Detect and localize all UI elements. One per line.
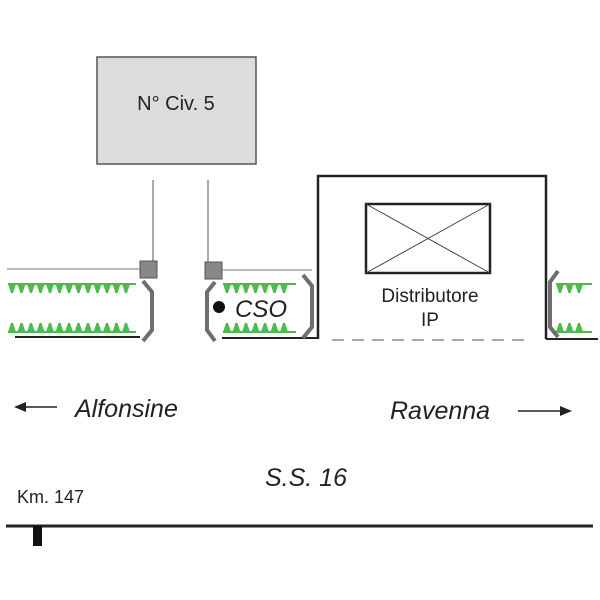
grass-tuft bbox=[270, 323, 279, 332]
station-label-2: IP bbox=[421, 310, 439, 331]
grass-tuft bbox=[36, 284, 45, 293]
grass-tuft bbox=[103, 284, 111, 293]
station-label-1: Distributore bbox=[381, 286, 478, 307]
grass-tuft bbox=[575, 284, 583, 293]
grass-tuft bbox=[112, 284, 121, 293]
manhole-left bbox=[139, 260, 158, 279]
grass-tuft bbox=[251, 284, 260, 293]
station-outline bbox=[316, 174, 548, 339]
grass-tuft bbox=[280, 284, 288, 293]
grass-tuft bbox=[55, 284, 64, 293]
grass-strip bbox=[8, 323, 136, 333]
curb-right bbox=[548, 269, 560, 339]
grass-tuft bbox=[74, 284, 83, 293]
grass-tuft bbox=[93, 284, 102, 293]
grass-tuft bbox=[556, 323, 564, 332]
grass-strip bbox=[556, 323, 592, 333]
grass-tuft bbox=[8, 323, 16, 332]
curb-left bbox=[141, 279, 154, 343]
canopy bbox=[364, 202, 492, 275]
grass-tuft bbox=[46, 284, 54, 293]
grass-tuft bbox=[565, 323, 574, 332]
manhole-right bbox=[204, 261, 223, 280]
grass-tuft bbox=[112, 323, 121, 332]
grass-tuft bbox=[103, 323, 111, 332]
grass-tuft bbox=[280, 323, 288, 332]
grass-tuft bbox=[261, 323, 269, 332]
arrow-right-icon bbox=[560, 406, 572, 416]
km-marker bbox=[33, 526, 42, 546]
grass-tuft bbox=[93, 323, 102, 332]
grass-tuft bbox=[27, 323, 35, 332]
cso-label: CSO bbox=[235, 296, 287, 323]
km-label: Km. 147 bbox=[17, 487, 84, 507]
grass-tuft bbox=[27, 284, 35, 293]
grass-tuft bbox=[8, 284, 16, 293]
grass-strip bbox=[223, 283, 296, 293]
grass-tuft bbox=[55, 323, 64, 332]
grass-tuft bbox=[223, 284, 231, 293]
grass-tuft bbox=[65, 323, 73, 332]
grass-tuft bbox=[575, 323, 583, 332]
grass-tuft bbox=[232, 323, 241, 332]
building-label: N° Civ. 5 bbox=[137, 93, 215, 115]
direction-right-label: Ravenna bbox=[390, 397, 490, 425]
grass-tuft bbox=[36, 323, 45, 332]
arrow-left-icon bbox=[14, 402, 26, 412]
grass-tuft bbox=[251, 323, 260, 332]
cso-point bbox=[213, 301, 225, 313]
grass-tuft bbox=[84, 284, 92, 293]
grass-strip bbox=[223, 323, 296, 333]
grass-tuft bbox=[122, 284, 130, 293]
grass-tuft bbox=[84, 323, 92, 332]
grass-tuft bbox=[270, 284, 279, 293]
canopy-cross-2 bbox=[365, 203, 491, 274]
grass-tuft bbox=[46, 323, 54, 332]
curb-mid-left bbox=[205, 280, 217, 343]
grass-tuft bbox=[122, 323, 130, 332]
grass-tuft bbox=[65, 284, 73, 293]
grass-strip bbox=[8, 283, 136, 293]
grass-tuft bbox=[242, 284, 250, 293]
curb-mid-right bbox=[301, 273, 314, 340]
grass-tuft bbox=[223, 323, 231, 332]
grass-tuft bbox=[17, 323, 26, 332]
grass-tuft bbox=[261, 284, 269, 293]
building bbox=[96, 56, 257, 165]
grass-tuft bbox=[556, 284, 564, 293]
grass-strip bbox=[556, 283, 592, 293]
direction-left-label: Alfonsine bbox=[73, 395, 178, 423]
grass-tuft bbox=[17, 284, 26, 293]
road-name: S.S. 16 bbox=[265, 464, 347, 492]
grass-tuft bbox=[74, 323, 83, 332]
grass-tuft bbox=[242, 323, 250, 332]
grass-tuft bbox=[565, 284, 574, 293]
grass-tuft bbox=[232, 284, 241, 293]
